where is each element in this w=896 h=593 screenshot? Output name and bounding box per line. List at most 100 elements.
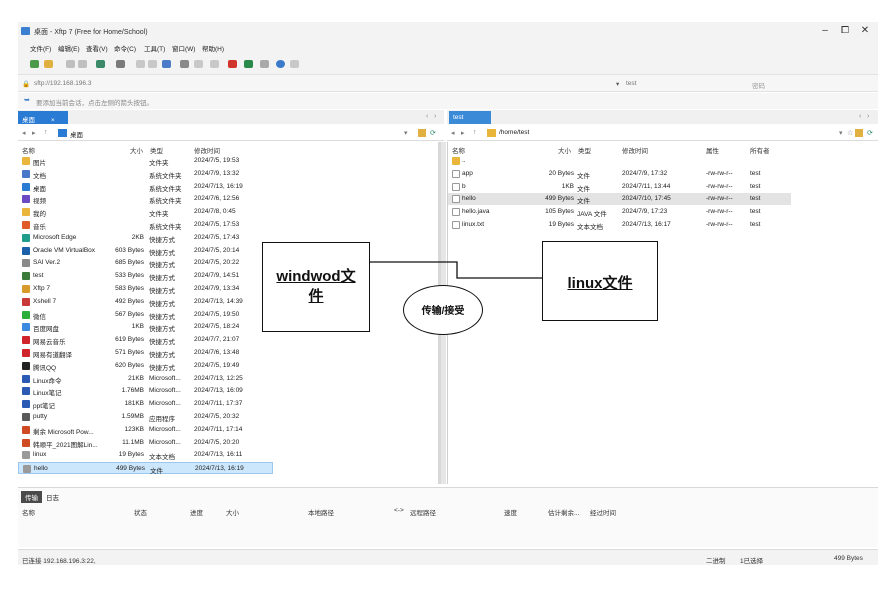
menu-file[interactable]: 文件(F) (30, 46, 52, 53)
col-progress[interactable]: 进度 (190, 510, 203, 517)
col-size[interactable]: 大小 (226, 510, 239, 517)
left-path[interactable]: 桌面 (70, 132, 83, 139)
col-local-path[interactable]: 本地路径 (308, 510, 334, 517)
up-icon[interactable]: ↑ (473, 129, 477, 136)
forward-icon[interactable]: ▸ (461, 130, 465, 137)
settings-icon[interactable] (260, 60, 269, 68)
tab-test[interactable]: test (449, 111, 491, 124)
refresh-icon[interactable] (210, 60, 219, 68)
col-eta[interactable]: 估计剩余... (548, 510, 580, 517)
session-arrow-icon[interactable]: ➥ (24, 97, 30, 104)
tab-log[interactable]: 日志 (46, 495, 59, 502)
open-folder-icon[interactable] (44, 60, 53, 68)
close-button[interactable]: ✕ (860, 25, 870, 36)
filter-icon[interactable]: ☆ (847, 130, 854, 137)
refresh-icon[interactable]: ⟳ (430, 130, 436, 137)
menu-window[interactable]: 窗口(W) (172, 46, 196, 53)
menu-tools[interactable]: 工具(T) (144, 46, 166, 53)
col-owner[interactable]: 所有者 (750, 148, 770, 155)
menu-edit[interactable]: 编辑(E) (58, 46, 80, 53)
col-direction[interactable]: <-> (394, 507, 404, 514)
back-icon[interactable]: ◂ (22, 130, 26, 137)
tab-next-icon[interactable]: › (434, 113, 437, 120)
col-elapsed[interactable]: 经过时间 (590, 510, 616, 517)
password-input[interactable]: 密码 (752, 83, 765, 90)
host-input[interactable]: sftp://192.168.196.3 (34, 80, 92, 87)
view-icon[interactable] (116, 60, 125, 68)
path-dropdown-icon[interactable]: ▾ (404, 130, 408, 137)
tab-transfers[interactable]: 传输 (21, 491, 42, 503)
up-icon[interactable]: ↑ (44, 129, 48, 136)
col-name[interactable]: 名称 (22, 510, 35, 517)
menu-help[interactable]: 帮助(H) (202, 46, 225, 53)
tab-prev-icon[interactable]: ‹ (426, 113, 429, 120)
tab-next-icon[interactable]: › (867, 113, 870, 120)
upload-icon[interactable] (136, 60, 145, 68)
back-icon[interactable]: ◂ (451, 130, 455, 137)
minimize-button[interactable]: – (822, 25, 828, 36)
refresh-icon[interactable]: ⟳ (867, 130, 873, 137)
col-speed[interactable]: 速度 (504, 510, 517, 517)
open-folder-icon[interactable] (855, 129, 863, 137)
col-attr[interactable]: 属性 (706, 148, 719, 155)
col-modified[interactable]: 修改时间 (194, 148, 220, 155)
tab-desktop[interactable]: 桌面 × (18, 111, 68, 124)
forward-icon[interactable]: ▸ (32, 130, 36, 137)
col-size[interactable]: 大小 (558, 148, 571, 155)
menu-view[interactable]: 查看(V) (86, 46, 108, 53)
sync-icon[interactable] (162, 60, 171, 68)
table-row[interactable]: .. (448, 155, 791, 167)
download-icon[interactable] (148, 60, 157, 68)
col-type[interactable]: 类型 (150, 148, 163, 155)
new-session-icon[interactable] (30, 60, 39, 68)
copy-icon[interactable] (66, 60, 75, 68)
paste-icon[interactable] (78, 60, 87, 68)
chat-icon[interactable] (290, 60, 299, 68)
transfer-mode[interactable]: 二进制 (706, 558, 726, 565)
transfer-icon[interactable] (96, 60, 105, 68)
dropdown-arrow-icon[interactable]: ▾ (616, 81, 620, 88)
tab-prev-icon[interactable]: ‹ (859, 113, 862, 120)
properties-icon[interactable] (180, 60, 189, 68)
help-icon[interactable] (276, 60, 285, 68)
col-modified[interactable]: 修改时间 (622, 148, 648, 155)
open-folder-icon[interactable] (418, 129, 426, 137)
col-name[interactable]: 名称 (452, 148, 465, 155)
close-tab-icon[interactable]: × (50, 117, 55, 124)
path-dropdown-icon[interactable]: ▾ (839, 130, 843, 137)
col-remote-path[interactable]: 远程路径 (410, 510, 436, 517)
col-status[interactable]: 状态 (134, 510, 147, 517)
terminal-icon[interactable] (244, 60, 253, 68)
user-input[interactable]: test (626, 80, 637, 87)
xshell-launch-icon[interactable] (228, 60, 237, 68)
col-size[interactable]: 大小 (130, 148, 143, 155)
menu-command[interactable]: 命令(C) (114, 46, 137, 53)
delete-icon[interactable] (194, 60, 203, 68)
